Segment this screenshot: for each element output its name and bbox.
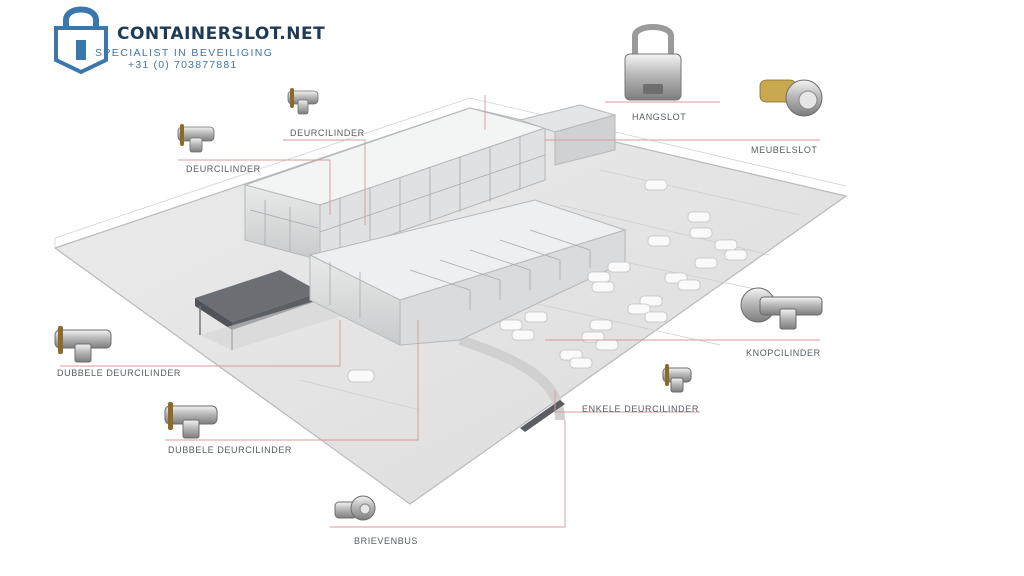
entrance-gate — [520, 400, 565, 432]
carport — [195, 270, 345, 350]
cam-lock-icon — [759, 79, 823, 117]
brand-phone: +31 (0) 703877881 — [128, 59, 238, 71]
shield-lock-icon — [54, 6, 108, 74]
logo: CONTAINERSLOT.NET — [54, 2, 354, 74]
brand-name: CONTAINERSLOT.NET — [117, 24, 326, 44]
dubbele-deurcilinder-1-icon — [54, 326, 112, 363]
parked-cars — [347, 179, 748, 383]
label-hangslot: HANGSLOT — [632, 112, 687, 122]
label-enkele-deurcilinder: ENKELE DEURCILINDER — [582, 404, 699, 414]
knopcilinder-icon — [740, 287, 823, 330]
dubbele-deurcilinder-2-icon — [164, 402, 218, 439]
label-knopcilinder: KNOPCILINDER — [746, 348, 821, 358]
label-meubelslot: MEUBELSLOT — [751, 145, 818, 155]
brand-tagline: SPECIALIST IN BEVEILIGING — [95, 47, 274, 59]
brievenbus-icon — [334, 495, 376, 521]
label-deurcilinder-left: DEURCILINDER — [186, 164, 261, 174]
deurcilinder-left-icon — [177, 124, 215, 153]
padlock-icon — [624, 24, 682, 101]
deurcilinder-top-icon — [287, 88, 319, 115]
label-dubbele-deurcilinder-2: DUBBELE DEURCILINDER — [168, 445, 293, 455]
enkele-deurcilinder-icon — [662, 364, 692, 393]
label-deurcilinder-top: DEURCILINDER — [290, 128, 365, 138]
label-brievenbus: BRIEVENBUS — [354, 536, 419, 546]
label-dubbele-deurcilinder-1: DUBBELE DEURCILINDER — [57, 368, 182, 378]
main-building — [243, 104, 627, 346]
callout-lines — [60, 95, 820, 528]
